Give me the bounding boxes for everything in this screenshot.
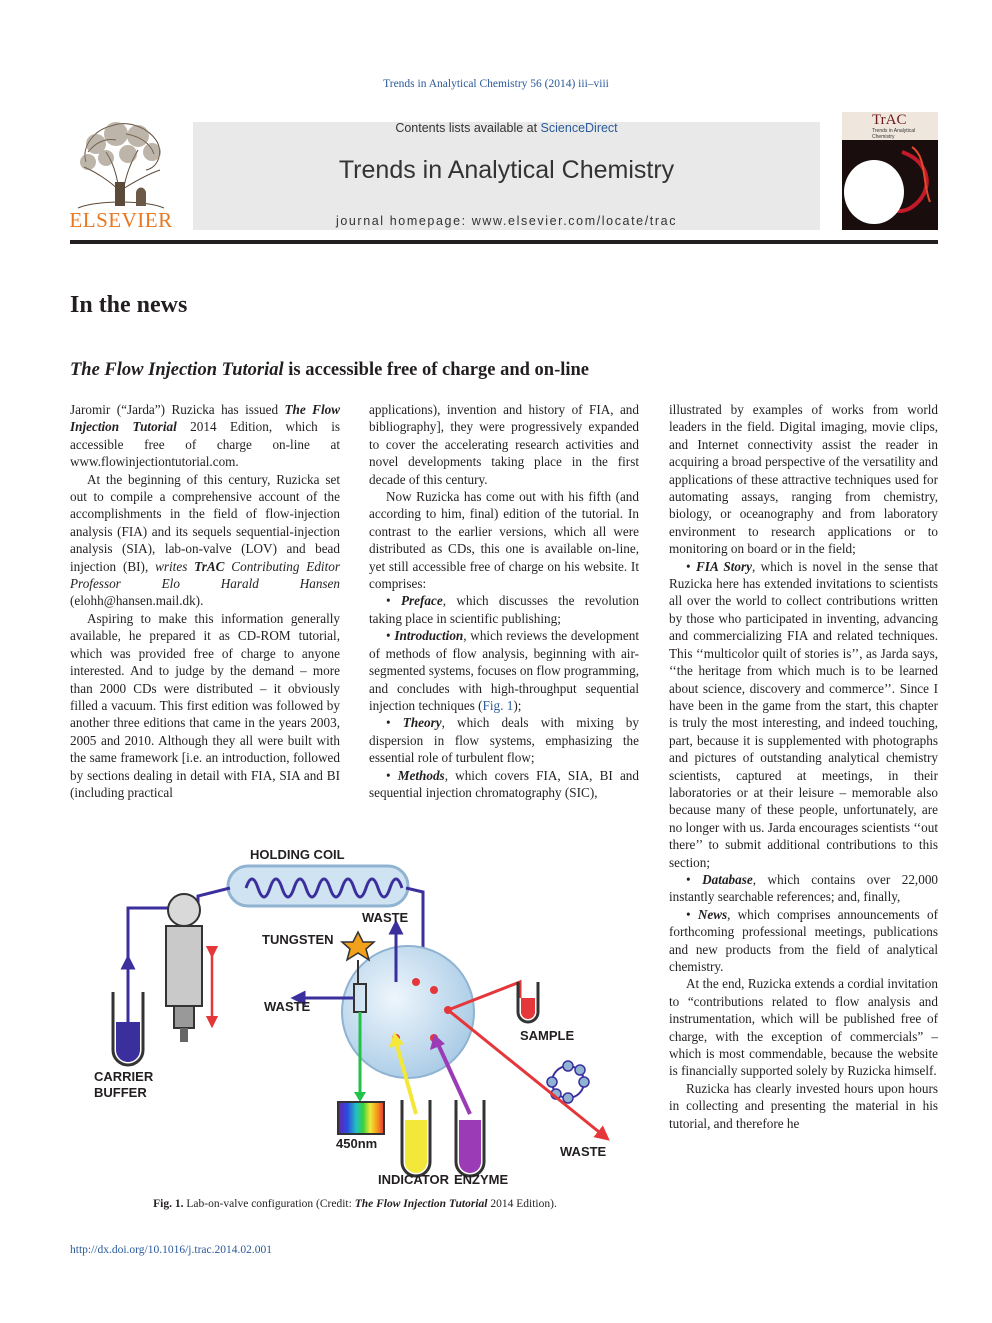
sciencedirect-link[interactable]: ScienceDirect <box>540 121 618 135</box>
text-column-2: applications), invention and history of … <box>369 401 639 801</box>
waste-right-arrow <box>447 1008 610 1141</box>
enzyme-reservoir <box>454 1100 486 1178</box>
spectrometer-detector <box>337 1101 385 1135</box>
bullet-item: • Methods, which covers FIA, SIA, BI and… <box>369 767 639 800</box>
cover-subtitle: Trends in Analytical Chemistry <box>872 128 916 140</box>
cover-banner <box>842 112 938 140</box>
enzyme-liquid <box>459 1120 481 1173</box>
paragraph: Jaromir (“Jarda”) Ruzicka has issued The… <box>70 402 341 470</box>
bullet-item: • News, which comprises announcements of… <box>669 906 938 974</box>
carrier-reservoir <box>111 992 145 1067</box>
valve-port <box>412 978 420 986</box>
waste-left-label: WASTE <box>264 999 311 1014</box>
indicator-liquid <box>405 1120 427 1173</box>
enzyme-arrow <box>436 1043 472 1115</box>
tungsten-lamp-star <box>340 930 376 962</box>
doi-link[interactable]: http://dx.doi.org/10.1016/j.trac.2014.02… <box>70 1244 272 1256</box>
syringe-barrel <box>165 925 203 1007</box>
syringe-rod <box>180 1028 188 1042</box>
bullet-item: • Database, which contains over 22,000 i… <box>669 871 939 905</box>
carrier-label: CARRIER <box>94 1069 154 1084</box>
sample-label: SAMPLE <box>520 1028 575 1043</box>
header-rule <box>70 240 938 244</box>
paragraph: At the beginning of this century, Ruzick… <box>70 471 340 609</box>
carrier-liquid <box>116 1022 140 1062</box>
section-title: In the news <box>70 292 188 318</box>
tubing-pump-coil <box>196 886 231 908</box>
paragraph: At the end, Ruzicka extends a cordial in… <box>669 976 938 1079</box>
bullet-item: • Preface, which discusses the revolutio… <box>369 593 639 626</box>
paragraph: Aspiring to make this information genera… <box>70 610 340 800</box>
article-title-rest: is accessible free of charge and on-line <box>283 360 590 380</box>
enzyme-arrowhead <box>430 1034 445 1050</box>
journal-cover[interactable]: TrAC Trends in Analytical Chemistry <box>842 112 938 230</box>
waste-top-label: WASTE <box>362 910 409 925</box>
journal-citation[interactable]: Trends in Analytical Chemistry 56 (2014)… <box>383 78 609 90</box>
sample-reservoir <box>516 982 540 1024</box>
bullet-item: • Introduction, which reviews the develo… <box>369 628 639 713</box>
text-column-1: Jaromir (“Jarda”) Ruzicka has issued The… <box>70 401 340 801</box>
valve-port <box>430 986 438 994</box>
paragraph: illustrated by examples of works from wo… <box>669 402 938 557</box>
sample-line <box>447 979 522 1012</box>
cover-artwork <box>844 146 931 224</box>
syringe-plunger <box>173 1005 195 1029</box>
contents-prefix: Contents lists available at <box>395 121 541 135</box>
detection-arrowhead <box>354 1092 366 1102</box>
enzyme-label: ENZYME <box>454 1172 509 1187</box>
figure-caption: Fig. 1. Lab-on-valve configuration (Cred… <box>153 1198 557 1210</box>
indicator-arrow <box>394 1041 418 1115</box>
paragraph: Ruzicka has clearly invested hours upon … <box>669 1080 938 1131</box>
journal-homepage[interactable]: journal homepage: www.elsevier.com/locat… <box>335 214 678 228</box>
article-title-italic: The Flow Injection Tutorial <box>70 360 284 380</box>
figure-reference-link[interactable]: Fig. 1 <box>482 697 514 713</box>
journal-title: Trends in Analytical Chemistry <box>338 156 675 184</box>
bead-cluster <box>546 1060 590 1104</box>
sample-liquid <box>521 998 535 1019</box>
wavelength-label: 450nm <box>336 1136 377 1151</box>
article-title: The Flow Injection Tutorial is accessibl… <box>70 360 589 381</box>
coil-winding <box>244 877 404 899</box>
cover-title: TrAC <box>872 112 907 128</box>
text-column-3: illustrated by examples of works from wo… <box>669 401 938 1132</box>
contents-line: Contents lists available at ScienceDirec… <box>193 121 820 135</box>
elsevier-wordmark: ELSEVIER <box>69 208 173 232</box>
tungsten-label: TUNGSTEN <box>262 932 334 947</box>
paragraph: applications), invention and history of … <box>369 402 639 487</box>
paragraph: Now Ruzicka has come out with his fifth … <box>369 489 639 592</box>
bullet-item: • Theory, which deals with mixing by dis… <box>369 715 639 766</box>
holding-coil-label: HOLDING COIL <box>250 847 345 862</box>
lab-on-valve-figure: HOLDING COIL CARRIER BUFFER WASTE TUNGST… <box>94 847 610 1187</box>
pump-valve-ball <box>167 893 201 927</box>
masthead-panel <box>193 122 820 230</box>
elsevier-tree-logo <box>77 122 165 209</box>
buffer-label: BUFFER <box>94 1085 147 1100</box>
waste-right-label: WASTE <box>560 1144 607 1159</box>
bullet-item: • FIA Story, which is novel in the sense… <box>669 558 939 870</box>
indicator-reservoir <box>400 1100 432 1178</box>
indicator-arrowhead <box>389 1032 404 1048</box>
indicator-label: INDICATOR <box>378 1172 450 1187</box>
